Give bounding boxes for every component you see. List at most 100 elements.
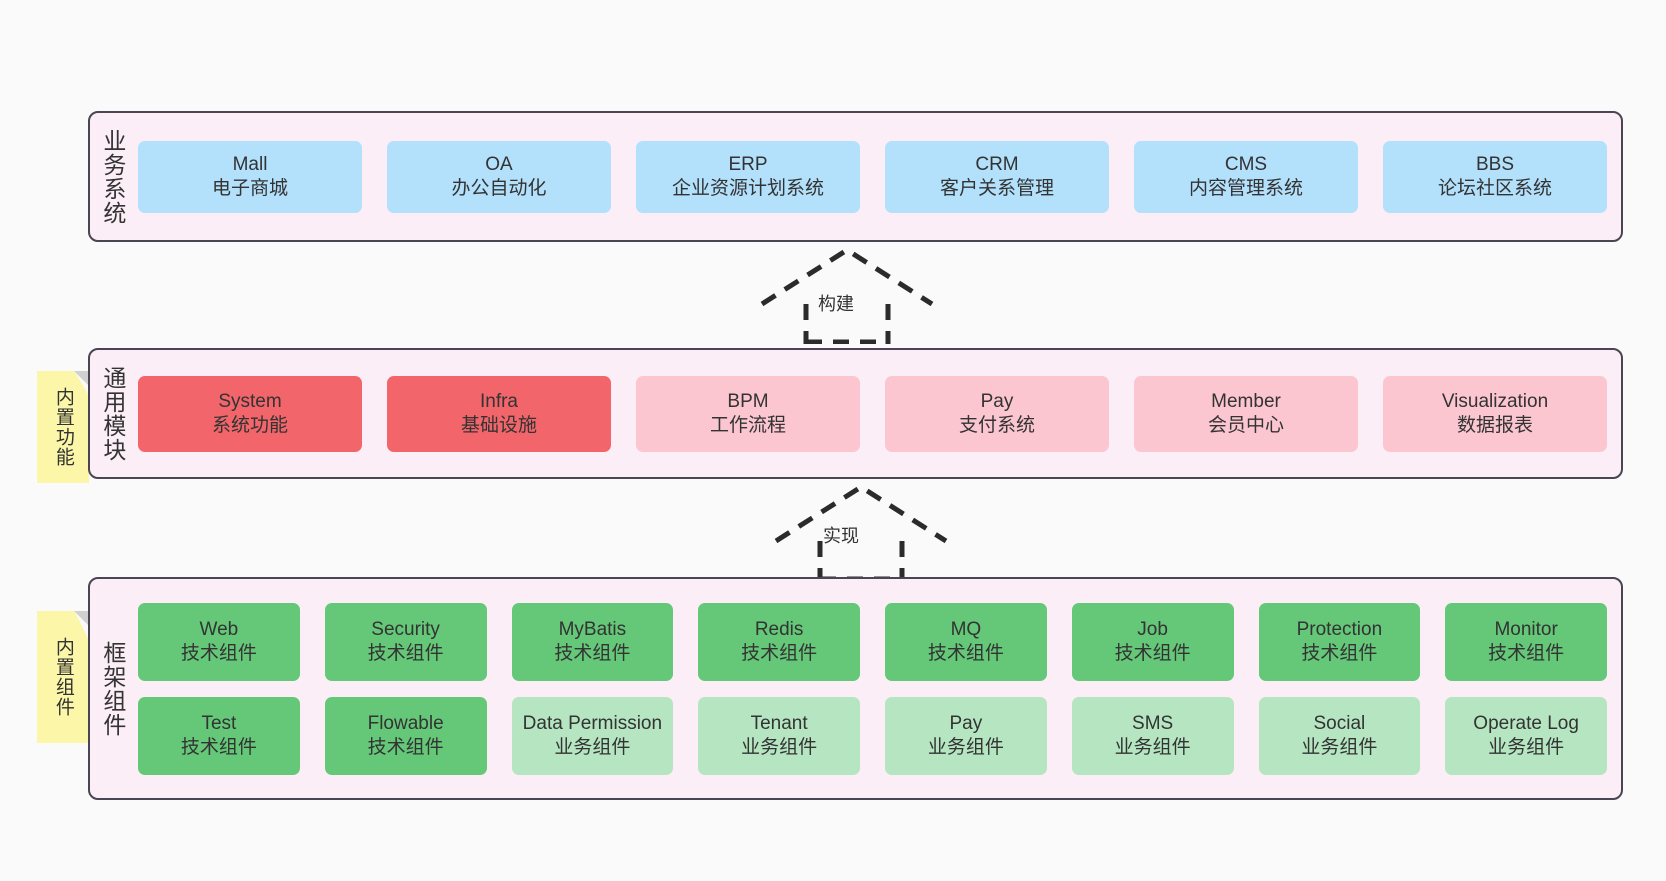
card-title: Web (199, 619, 239, 641)
card-test[interactable]: Test 技术组件 (138, 696, 300, 775)
card-security[interactable]: Security 技术组件 (324, 602, 487, 681)
card-web[interactable]: Web 技术组件 (138, 602, 300, 681)
card-subtitle: 业务组件 (927, 736, 1004, 758)
layer-business-systems: 业务系统 Mall 电子商城 OA 办公自动化 ERP 企业资源计划系统 CRM… (88, 111, 1623, 242)
card-subtitle: 工作流程 (709, 414, 786, 436)
card-row: Mall 电子商城 OA 办公自动化 ERP 企业资源计划系统 CRM 客户关系… (138, 140, 1607, 213)
card-title: Test (201, 713, 237, 735)
layer-common-modules: 通用模块 System 系统功能 Infra 基础设施 BPM 工作流程 Pay… (88, 348, 1623, 479)
card-subtitle: 技术组件 (180, 642, 257, 664)
card-title: CMS (1224, 154, 1268, 176)
card-subtitle: 技术组件 (1488, 642, 1565, 664)
card-crm[interactable]: CRM 客户关系管理 (885, 140, 1109, 213)
card-subtitle: 技术组件 (367, 736, 444, 758)
card-system[interactable]: System 系统功能 (138, 375, 362, 452)
card-cms[interactable]: CMS 内容管理系统 (1134, 140, 1358, 213)
card-title: CRM (975, 154, 1019, 176)
card-subtitle: 业务组件 (554, 736, 631, 758)
card-monitor[interactable]: Monitor 技术组件 (1445, 602, 1607, 681)
card-title: Pay (949, 713, 983, 735)
card-subtitle: 支付系统 (958, 414, 1035, 436)
card-visualization[interactable]: Visualization 数据报表 (1383, 375, 1607, 452)
card-title: Flowable (367, 713, 444, 735)
card-title: Redis (754, 619, 804, 641)
card-subtitle: 业务组件 (1488, 736, 1565, 758)
card-bpm[interactable]: BPM 工作流程 (636, 375, 860, 452)
card-flowable[interactable]: Flowable 技术组件 (324, 696, 487, 775)
card-subtitle: 技术组件 (1114, 642, 1191, 664)
card-subtitle: 数据报表 (1456, 414, 1533, 436)
note-builtin-components: 内置组件 (37, 611, 89, 743)
card-member[interactable]: Member 会员中心 (1134, 375, 1358, 452)
connector-build-label: 构建 (818, 294, 854, 314)
arrow-head-dashed (760, 247, 934, 307)
card-title: MQ (950, 619, 982, 641)
card-title: Job (1137, 619, 1168, 641)
card-subtitle: 系统功能 (211, 414, 288, 436)
card-subtitle: 电子商城 (211, 177, 288, 199)
card-subtitle: 内容管理系统 (1188, 177, 1303, 199)
card-pay[interactable]: Pay 支付系统 (885, 375, 1109, 452)
card-tenant[interactable]: Tenant 业务组件 (698, 696, 860, 775)
card-title: BBS (1475, 154, 1515, 176)
card-subtitle: 技术组件 (1301, 642, 1378, 664)
card-mq[interactable]: MQ 技术组件 (885, 602, 1047, 681)
connector-build-arrow (760, 247, 934, 344)
layer-framework-components-body: Web 技术组件 Security 技术组件 MyBatis 技术组件 Redi… (134, 579, 1621, 798)
card-row: Web 技术组件 Security 技术组件 MyBatis 技术组件 Redi… (138, 602, 1607, 681)
layer-common-modules-body: System 系统功能 Infra 基础设施 BPM 工作流程 Pay 支付系统… (134, 350, 1621, 477)
card-subtitle: 办公自动化 (451, 177, 547, 199)
card-protection[interactable]: Protection 技术组件 (1258, 602, 1421, 681)
card-subtitle: 基础设施 (460, 414, 537, 436)
arrow-head-dashed (774, 484, 948, 544)
card-operate-log[interactable]: Operate Log 业务组件 (1445, 696, 1607, 775)
layer-framework-components-label: 框架组件 (99, 640, 126, 737)
note-label: 内置功能 (52, 387, 74, 467)
card-title: MyBatis (558, 619, 627, 641)
card-data-permission[interactable]: Data Permission 业务组件 (511, 696, 674, 775)
card-infra[interactable]: Infra 基础设施 (387, 375, 611, 452)
card-job[interactable]: Job 技术组件 (1071, 602, 1234, 681)
card-mybatis[interactable]: MyBatis 技术组件 (511, 602, 674, 681)
card-subtitle: 论坛社区系统 (1437, 177, 1552, 199)
layer-framework-components: 框架组件 Web 技术组件 Security 技术组件 MyBatis 技术组件… (88, 577, 1623, 800)
card-title: OA (485, 154, 513, 176)
note-label: 内置组件 (52, 637, 74, 717)
card-redis[interactable]: Redis 技术组件 (698, 602, 860, 681)
card-social[interactable]: Social 业务组件 (1258, 696, 1421, 775)
card-erp[interactable]: ERP 企业资源计划系统 (636, 140, 860, 213)
card-oa[interactable]: OA 办公自动化 (387, 140, 611, 213)
card-subtitle: 技术组件 (367, 642, 444, 664)
card-bbs[interactable]: BBS 论坛社区系统 (1383, 140, 1607, 213)
card-title: BPM (727, 391, 769, 413)
card-subtitle: 技术组件 (741, 642, 818, 664)
card-title: Social (1313, 713, 1366, 735)
card-subtitle: 企业资源计划系统 (671, 177, 824, 199)
card-row: System 系统功能 Infra 基础设施 BPM 工作流程 Pay 支付系统… (138, 375, 1607, 452)
card-title: Operate Log (1473, 713, 1579, 735)
card-row: Test 技术组件 Flowable 技术组件 Data Permission … (138, 696, 1607, 775)
card-title: Data Permission (522, 713, 663, 735)
card-title: Tenant (750, 713, 808, 735)
connector-implement-label: 实现 (823, 526, 859, 546)
connector-implement-arrow (774, 484, 948, 581)
card-title: Protection (1296, 619, 1383, 641)
card-title: Infra (479, 391, 519, 413)
card-mall[interactable]: Mall 电子商城 (138, 140, 362, 213)
layer-common-modules-label: 通用模块 (99, 365, 126, 462)
card-title: System (218, 391, 282, 413)
layer-business-systems-body: Mall 电子商城 OA 办公自动化 ERP 企业资源计划系统 CRM 客户关系… (134, 113, 1621, 240)
card-title: ERP (728, 154, 768, 176)
card-title: Visualization (1441, 391, 1549, 413)
card-subtitle: 技术组件 (927, 642, 1004, 664)
card-subtitle: 会员中心 (1207, 414, 1284, 436)
card-title: Security (371, 619, 440, 641)
card-subtitle: 技术组件 (180, 736, 257, 758)
card-subtitle: 业务组件 (1301, 736, 1378, 758)
card-title: SMS (1132, 713, 1174, 735)
card-subtitle: 业务组件 (1114, 736, 1191, 758)
card-subtitle: 业务组件 (741, 736, 818, 758)
card-sms[interactable]: SMS 业务组件 (1071, 696, 1234, 775)
card-pay-business[interactable]: Pay 业务组件 (885, 696, 1047, 775)
